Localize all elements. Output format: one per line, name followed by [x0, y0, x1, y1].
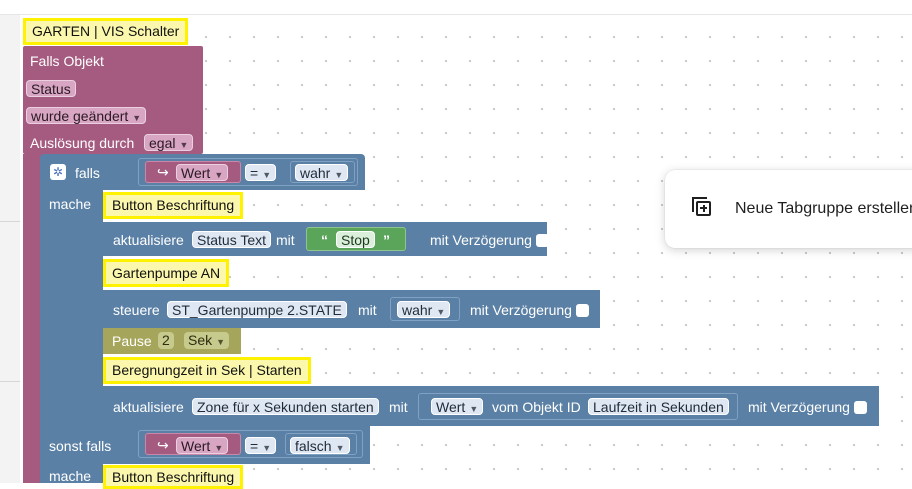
label-ausloesung: Auslösung durch: [30, 135, 135, 151]
delay-checkbox[interactable]: [575, 304, 589, 317]
label-steuere: steuere: [113, 302, 160, 318]
gear-icon[interactable]: ✲: [50, 164, 66, 180]
comment-garten-vis[interactable]: GARTEN | VIS Schalter: [23, 18, 189, 45]
delay-label: mit Verzögerung: [748, 399, 867, 415]
new-tab-group-label: Neue Tabgruppe erstellen: [735, 200, 912, 217]
bool-dropdown-wahr[interactable]: wahr▼: [397, 301, 451, 318]
var-dropdown-wert[interactable]: Wert▼: [176, 437, 229, 454]
else-if-mache-side[interactable]: [40, 464, 103, 483]
object-field-status[interactable]: Status: [26, 80, 76, 97]
label-vom-objekt: vom Objekt ID: [492, 399, 581, 415]
text-field-stop[interactable]: Stop: [336, 231, 375, 248]
object-field-zone[interactable]: Zone für x Sekunden starten: [192, 398, 379, 415]
trigger-block-body[interactable]: [23, 154, 45, 483]
label-pause: Pause: [112, 333, 152, 349]
label-aktualisiere: aktualisiere: [113, 232, 184, 248]
delay-label: mit Verzögerung: [470, 302, 589, 318]
add-tab-group-icon-back: [692, 197, 707, 212]
operator-dropdown-label: =: [250, 438, 259, 454]
label-sonst-falls: sonst falls: [49, 438, 112, 454]
label-falls: falls: [75, 165, 100, 181]
add-tab-group-icon: [696, 201, 711, 216]
label-mache: mache: [49, 468, 92, 484]
operator-dropdown-label: =: [250, 165, 259, 181]
chevron-down-icon: ▼: [335, 443, 345, 453]
delay-label-text: mit Verzögerung: [430, 232, 532, 248]
trigger-dropdown[interactable]: wurde geändert▼: [26, 107, 147, 124]
comment-gartenpumpe-an[interactable]: Gartenpumpe AN: [103, 259, 230, 287]
var-dropdown-wert[interactable]: Wert▼: [176, 164, 229, 181]
trigger-dropdown-label: wurde geändert: [31, 108, 129, 124]
delay-checkbox[interactable]: [535, 234, 549, 247]
bool-dropdown-label: wahr: [300, 165, 331, 181]
toolbox-separator: [0, 381, 20, 382]
chevron-down-icon: ▼: [334, 170, 344, 180]
if-block-mache-side[interactable]: [40, 190, 103, 426]
var-dropdown-label: Wert: [181, 438, 211, 454]
chevron-down-icon: ▼: [216, 337, 226, 347]
label-mache: mache: [49, 196, 92, 212]
bool-dropdown-wahr[interactable]: wahr▼: [295, 164, 349, 181]
arrow-icon: ↪: [157, 437, 169, 453]
var-dropdown-label: Wert: [436, 399, 466, 415]
trigger-by-dropdown[interactable]: egal▼: [144, 134, 194, 151]
label-falls-objekt: Falls Objekt: [30, 53, 104, 69]
delay-label-text: mit Verzögerung: [748, 399, 850, 415]
pause-unit-label: Sek: [188, 332, 213, 348]
chevron-down-icon: ▼: [262, 170, 272, 180]
bool-dropdown-label: falsch: [295, 438, 332, 454]
delay-checkbox[interactable]: [853, 401, 867, 414]
chevron-down-icon: ▼: [262, 443, 272, 453]
operator-dropdown[interactable]: =▼: [245, 164, 277, 181]
operator-dropdown[interactable]: =▼: [245, 437, 277, 454]
trigger-by-dropdown-label: egal: [149, 135, 176, 151]
pause-value-field[interactable]: 2: [158, 332, 174, 349]
var-dropdown-wert[interactable]: Wert▼: [431, 398, 484, 415]
comment-button-beschriftung[interactable]: Button Beschriftung: [103, 465, 244, 489]
label-aktualisiere: aktualisiere: [113, 399, 184, 415]
chevron-down-icon: ▼: [132, 113, 142, 123]
toolbox-strip[interactable]: [0, 15, 20, 483]
chevron-down-icon: ▼: [469, 404, 479, 414]
object-field-status-text[interactable]: Status Text: [192, 231, 272, 248]
object-field-gartenpumpe[interactable]: ST_Gartenpumpe 2.STATE: [167, 301, 347, 318]
toolbox-separator: [0, 221, 20, 222]
pause-unit-dropdown[interactable]: Sek▼: [184, 332, 230, 349]
comment-beregnungzeit[interactable]: Beregnungzeit in Sek | Starten: [103, 357, 311, 384]
var-dropdown-label: Wert: [181, 165, 211, 181]
chevron-down-icon: ▼: [214, 170, 224, 180]
comment-button-beschriftung[interactable]: Button Beschriftung: [103, 192, 244, 219]
object-field-laufzeit[interactable]: Laufzeit in Sekunden: [588, 398, 729, 415]
chevron-down-icon: ▼: [214, 443, 224, 453]
arrow-icon: ↪: [157, 164, 169, 180]
label-mit: mit: [276, 232, 295, 248]
new-tab-group-popup[interactable]: Neue Tabgruppe erstellen: [665, 170, 912, 248]
delay-label-text: mit Verzögerung: [470, 302, 572, 318]
label-mit: mit: [389, 399, 408, 415]
top-divider: [0, 14, 912, 15]
chevron-down-icon: ▼: [179, 140, 189, 150]
label-mit: mit: [358, 302, 377, 318]
delay-label: mit Verzögerung: [430, 232, 549, 248]
chevron-down-icon: ▼: [436, 307, 446, 317]
quote-close-icon: ”: [383, 232, 390, 248]
quote-open-icon: “: [321, 232, 328, 248]
bool-dropdown-falsch[interactable]: falsch▼: [290, 437, 350, 454]
bool-dropdown-label: wahr: [402, 302, 433, 318]
